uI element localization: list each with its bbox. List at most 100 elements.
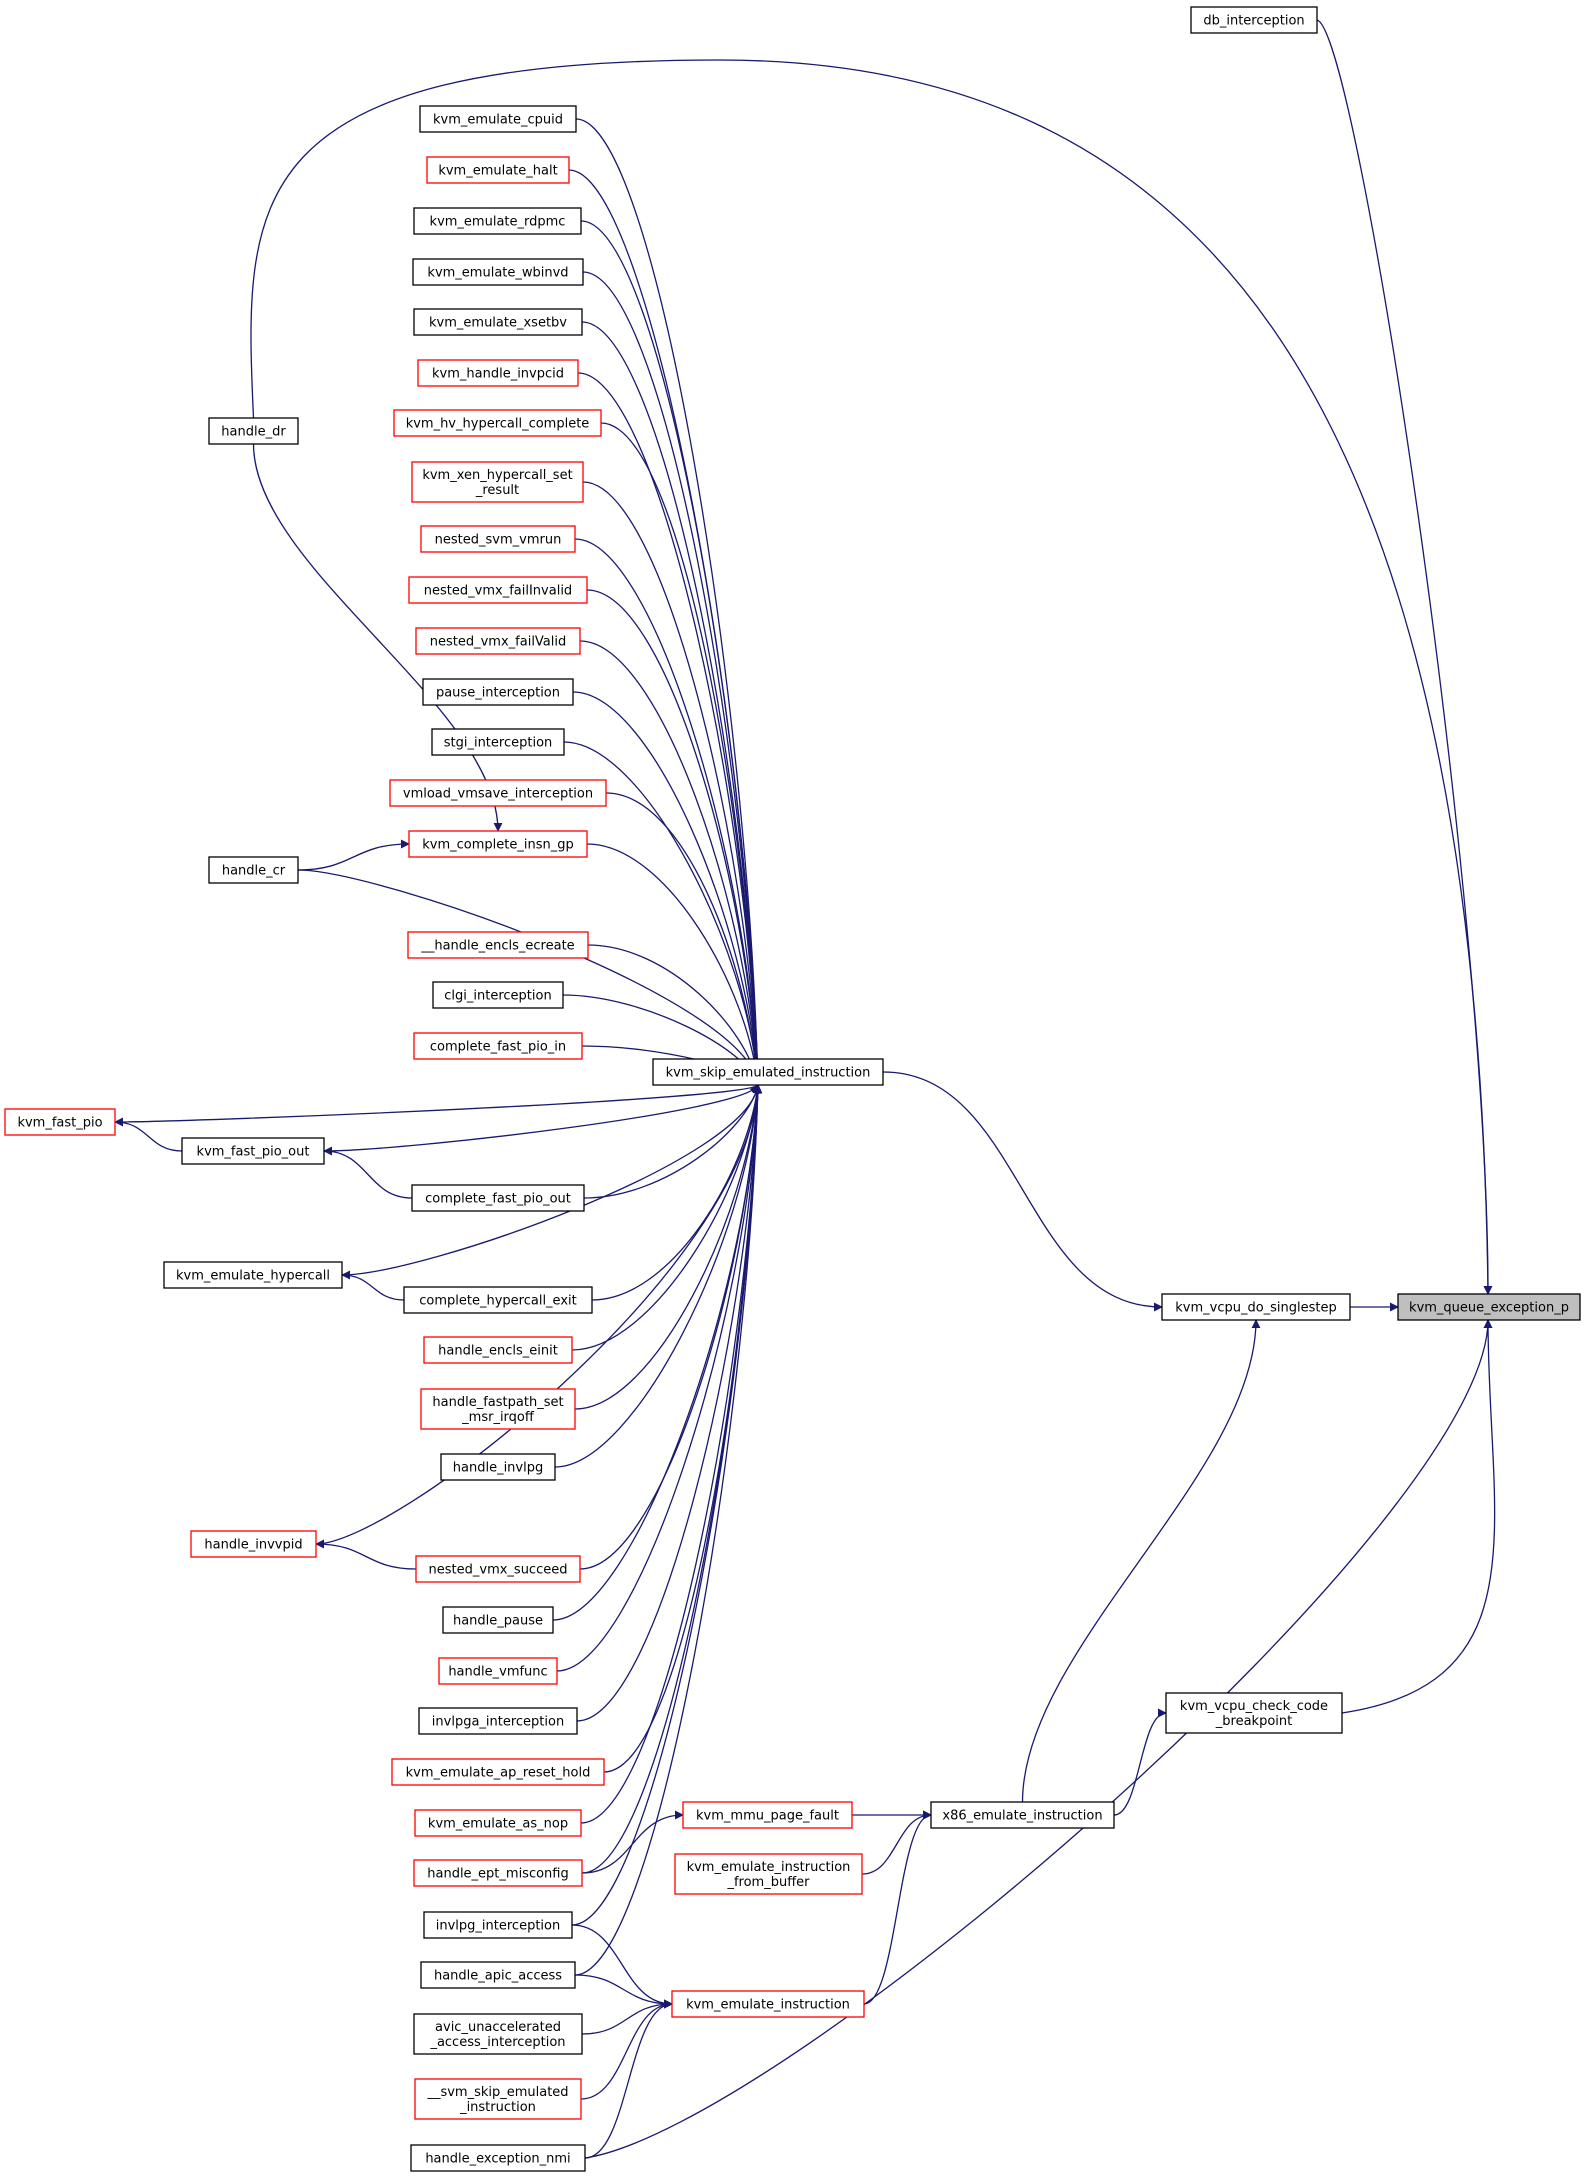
edge-kvm_fast_pio_out-to-kvm_fast_pio — [114, 1117, 183, 1152]
node-handle_ept_misconfig[interactable]: handle_ept_misconfig — [413, 1859, 583, 1887]
node-clgi_interception[interactable]: clgi_interception — [432, 981, 564, 1009]
node-box — [408, 830, 588, 858]
node-handle_vmfunc[interactable]: handle_vmfunc — [438, 1657, 558, 1685]
edge-kvm_emulate_halt-to-kvm_skip_emulated_instruction — [568, 169, 763, 1086]
node-kvm_skip_emulated_instruction[interactable]: kvm_skip_emulated_instruction — [652, 1058, 884, 1086]
node-__handle_encls_ecreate[interactable]: __handle_encls_ecreate — [407, 931, 589, 959]
node-label: __handle_encls_ecreate — [420, 939, 574, 954]
node-label: kvm_handle_invpcid — [432, 367, 564, 382]
node-box — [413, 1859, 583, 1887]
node-complete_hypercall_exit[interactable]: complete_hypercall_exit — [403, 1286, 593, 1314]
node-kvm_emulate_wbinvd[interactable]: kvm_emulate_wbinvd — [412, 258, 584, 286]
node-label: kvm_emulate_cpuid — [433, 113, 563, 128]
node-box — [1397, 1293, 1581, 1321]
node-kvm_emulate_as_nop[interactable]: kvm_emulate_as_nop — [414, 1809, 582, 1837]
node-db_interception[interactable]: db_interception — [1190, 6, 1318, 34]
node-nested_vmx_failInvalid[interactable]: nested_vmx_failInvalid — [408, 576, 588, 604]
node-box — [682, 1801, 853, 1829]
node-box — [423, 1336, 573, 1364]
node-kvm_fast_pio_out[interactable]: kvm_fast_pio_out — [181, 1137, 325, 1165]
node-box — [414, 1809, 582, 1837]
node-kvm_emulate_instruction[interactable]: kvm_emulate_instruction — [671, 1990, 865, 2018]
node-nested_vmx_failValid[interactable]: nested_vmx_failValid — [415, 627, 581, 655]
node-complete_fast_pio_in[interactable]: complete_fast_pio_in — [413, 1032, 583, 1060]
node-kvm_xen_hypercall_set_result[interactable]: kvm_xen_hypercall_set_result — [411, 461, 584, 503]
edge-kvm_vcpu_check_code_breakpoint-to-kvm_queue_exception_p — [1341, 1319, 1496, 1714]
edge-handle_apic_access-to-kvm_skip_emulated_instruction — [574, 1084, 763, 1976]
node-kvm_fast_pio[interactable]: kvm_fast_pio — [4, 1108, 116, 1136]
node-label: clgi_interception — [444, 989, 551, 1004]
node-handle_pause[interactable]: handle_pause — [442, 1606, 554, 1634]
node-complete_fast_pio_out[interactable]: complete_fast_pio_out — [411, 1184, 585, 1212]
edge-pause_interception-to-kvm_skip_emulated_instruction — [572, 691, 762, 1086]
node-nested_svm_vmrun[interactable]: nested_svm_vmrun — [420, 525, 576, 553]
node-label: kvm_emulate_as_nop — [428, 1817, 568, 1832]
edge-kvm_emulate_xsetbv-to-kvm_skip_emulated_instruction — [581, 321, 763, 1086]
node-box — [413, 1032, 583, 1060]
edge-x86_emulate_instruction-to-kvm_vcpu_do_singlestep — [1021, 1319, 1261, 1803]
node-pause_interception[interactable]: pause_interception — [422, 678, 574, 706]
node-kvm_hv_hypercall_complete[interactable]: kvm_hv_hypercall_complete — [393, 409, 602, 437]
node-label: stgi_interception — [444, 736, 553, 751]
edge-db_interception-to-kvm_queue_exception_p — [1316, 19, 1493, 1295]
node-box — [674, 1853, 863, 1895]
node-kvm_emulate_cpuid[interactable]: kvm_emulate_cpuid — [419, 105, 577, 133]
node-kvm_handle_invpcid[interactable]: kvm_handle_invpcid — [417, 359, 579, 387]
node-kvm_emulate_instruction_from_buffer[interactable]: kvm_emulate_instruction_from_buffer — [674, 1853, 863, 1895]
node-handle_encls_einit[interactable]: handle_encls_einit — [423, 1336, 573, 1364]
node-label: kvm_complete_insn_gp — [422, 838, 573, 853]
node-handle_cr[interactable]: handle_cr — [208, 856, 299, 884]
node-kvm_complete_insn_gp[interactable]: kvm_complete_insn_gp — [408, 830, 588, 858]
node-box — [413, 308, 583, 336]
node-label: kvm_emulate_rdpmc — [430, 215, 566, 230]
node-kvm_mmu_page_fault[interactable]: kvm_mmu_page_fault — [682, 1801, 853, 1829]
node-handle_invlpg[interactable]: handle_invlpg — [440, 1453, 556, 1481]
node-invlpg_interception[interactable]: invlpg_interception — [423, 1911, 573, 1939]
node-handle_fastpath_set_msr_irqoff[interactable]: handle_fastpath_set_msr_irqoff — [420, 1388, 576, 1430]
edge-kvm_emulate_hypercall-to-kvm_skip_emulated_instruction — [341, 1084, 762, 1276]
node-kvm_queue_exception_p[interactable]: kvm_queue_exception_p — [1397, 1293, 1581, 1321]
node-kvm_emulate_hypercall[interactable]: kvm_emulate_hypercall — [163, 1261, 343, 1289]
node-kvm_emulate_rdpmc[interactable]: kvm_emulate_rdpmc — [413, 207, 582, 235]
node-vmload_vmsave_interception[interactable]: vmload_vmsave_interception — [389, 779, 607, 807]
node-label: kvm_queue_exception_p — [1409, 1301, 1569, 1316]
node-box — [930, 1801, 1115, 1829]
node-label: handle_invvpid — [204, 1538, 302, 1553]
node-kvm_emulate_halt[interactable]: kvm_emulate_halt — [426, 156, 570, 184]
node-kvm_emulate_xsetbv[interactable]: kvm_emulate_xsetbv — [413, 308, 583, 336]
node-kvm_emulate_ap_reset_hold[interactable]: kvm_emulate_ap_reset_hold — [391, 1758, 605, 1786]
node-nested_vmx_succeed[interactable]: nested_vmx_succeed — [415, 1555, 581, 1583]
node-handle_exception_nmi[interactable]: handle_exception_nmi — [410, 2144, 586, 2172]
node-handle_apic_access[interactable]: handle_apic_access — [420, 1961, 576, 1989]
node-box — [426, 156, 570, 184]
node-label: _result — [475, 483, 519, 498]
node-label: complete_fast_pio_out — [425, 1192, 571, 1207]
node-handle_dr[interactable]: handle_dr — [208, 417, 299, 445]
node-label: kvm_emulate_hypercall — [176, 1269, 330, 1284]
edge-kvm_emulate_cpuid-to-kvm_skip_emulated_instruction — [575, 118, 763, 1086]
node-box — [412, 258, 584, 286]
edge-handle_exception_nmi-to-kvm_queue_exception_p — [584, 1319, 1493, 2159]
edge-handle_dr-to-kvm_queue_exception_p — [250, 59, 1493, 1295]
node-box — [652, 1058, 884, 1086]
node-avic_unaccelerated_access_interception[interactable]: avic_unaccelerated_access_interception — [413, 2013, 583, 2055]
node-label: nested_vmx_failValid — [430, 635, 567, 650]
edge-avic_unaccelerated_access_interception-to-kvm_emulate_instruction — [581, 1999, 673, 2035]
node-stgi_interception[interactable]: stgi_interception — [431, 728, 565, 756]
edge-complete_hypercall_exit-to-kvm_skip_emulated_instruction — [591, 1084, 762, 1301]
node-box — [422, 678, 574, 706]
node-__svm_skip_emulated_instruction[interactable]: __svm_skip_emulated_instruction — [414, 2078, 582, 2120]
node-invlpga_interception[interactable]: invlpga_interception — [418, 1707, 578, 1735]
edge-handle_pause-to-kvm_skip_emulated_instruction — [552, 1084, 763, 1621]
edge-nested_vmx_failValid-to-kvm_skip_emulated_instruction — [579, 640, 763, 1086]
node-box — [1190, 6, 1318, 34]
node-handle_invvpid[interactable]: handle_invvpid — [190, 1530, 317, 1558]
node-box — [415, 627, 581, 655]
node-box — [431, 728, 565, 756]
node-kvm_vcpu_do_singlestep[interactable]: kvm_vcpu_do_singlestep — [1161, 1293, 1351, 1321]
node-box — [418, 1707, 578, 1735]
node-box — [208, 856, 299, 884]
node-kvm_vcpu_check_code_breakpoint[interactable]: kvm_vcpu_check_code_breakpoint — [1165, 1692, 1343, 1734]
node-x86_emulate_instruction[interactable]: x86_emulate_instruction — [930, 1801, 1115, 1829]
edge-kvm_emulate_as_nop-to-kvm_skip_emulated_instruction — [580, 1084, 763, 1824]
